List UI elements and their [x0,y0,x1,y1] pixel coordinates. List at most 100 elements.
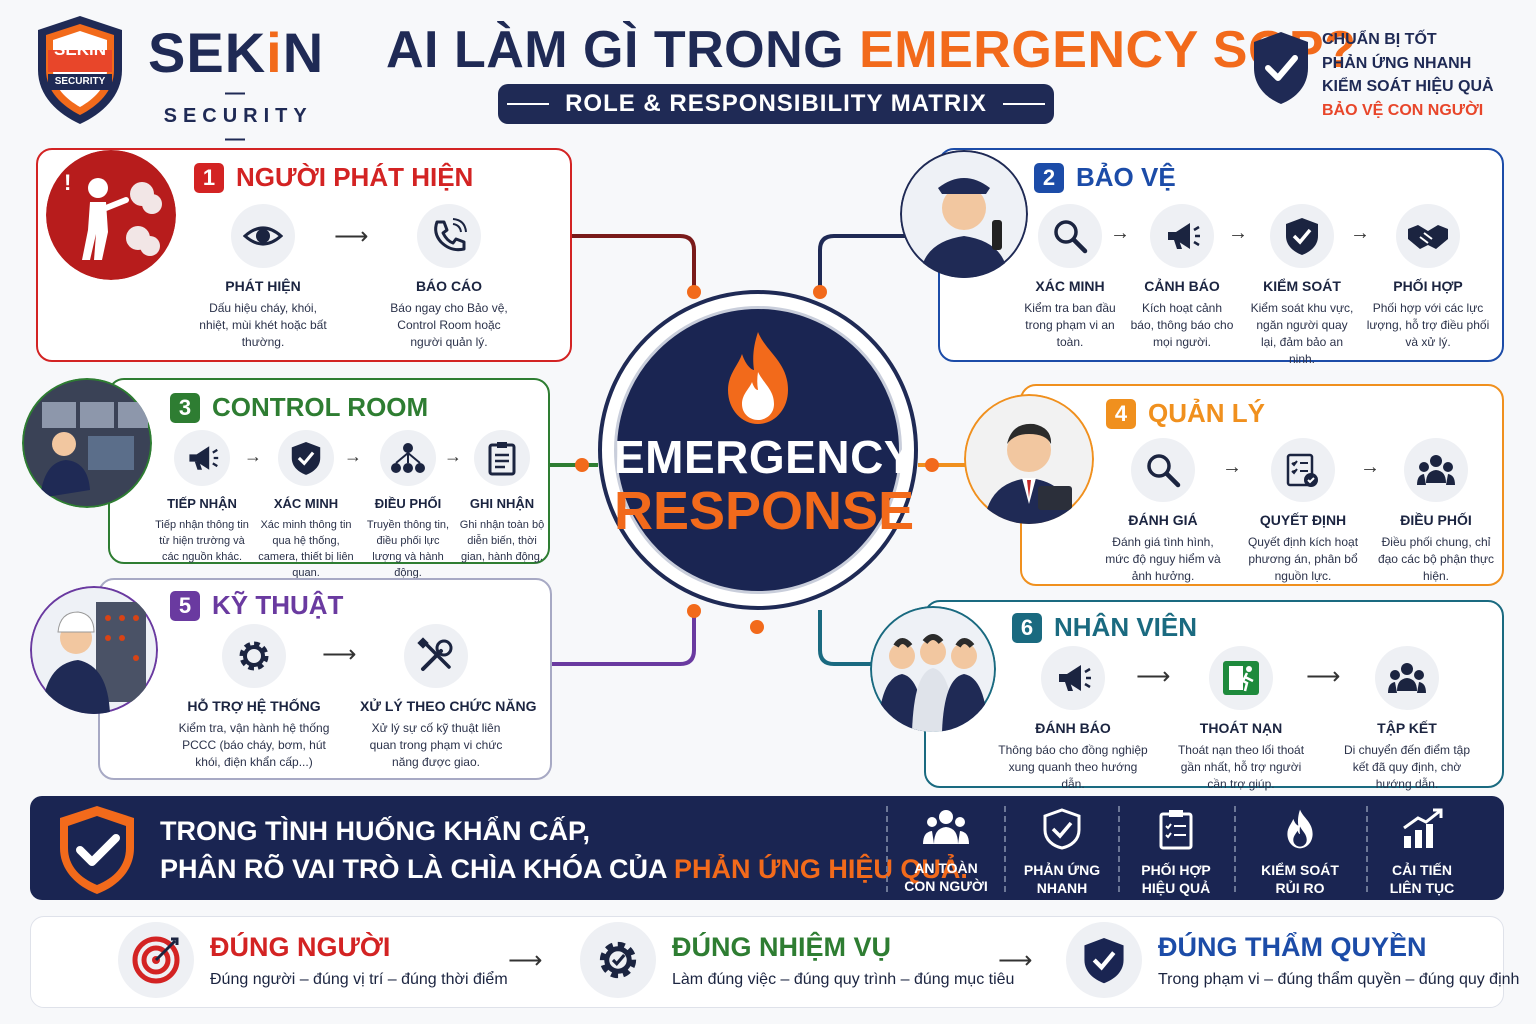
subtitle-bar: ROLE & RESPONSIBILITY MATRIX [498,84,1054,124]
gear-icon [239,641,269,671]
banner-divider [1366,806,1368,892]
arrow-icon: → [1228,222,1248,244]
clipboard-icon [488,442,516,476]
banner-divider [1118,806,1120,892]
phone-icon [434,218,467,252]
shield-check-icon [1043,808,1081,850]
step-verify-info: XÁC MINH Xác minh thông tin qua hệ thống… [256,430,356,581]
step-evacuate: THOÁT NẠN Thoát nạn theo lối thoát gần n… [1170,646,1312,793]
arrow-icon: → [244,446,262,466]
step-decide: QUYẾT ĐỊNH Quyết định kích hoạt phương á… [1240,438,1366,585]
megaphone-icon [1168,223,1200,249]
arrow-icon: ⟶ [1306,663,1341,690]
handshake-icon [1408,225,1448,249]
megaphone-icon [1059,665,1091,691]
banner-message: TRONG TÌNH HUỐNG KHẨN CẤP, PHÂN RÕ VAI T… [160,816,968,884]
connector-dot [575,458,589,472]
chart-up-icon [1403,808,1443,848]
connector-dot [687,604,701,618]
shield-check-icon [1286,218,1318,255]
fire-icon [1287,809,1313,849]
step-report: BÁO CÁO Báo ngay cho Bảo vệ, Control Roo… [384,204,514,351]
step-direct: ĐIỀU PHỐI Điều phối chung, chỉ đạo các b… [1376,438,1496,585]
exit-icon [1223,661,1259,695]
manager-avatar-icon [964,394,1094,524]
sekin-logo-shield-icon [38,16,122,124]
svg-text:!: ! [64,170,71,195]
taglines: CHUẨN BỊ TỐT PHẢN ỨNG NHANH KIỂM SOÁT HI… [1322,31,1494,119]
banner-divider [1234,806,1236,892]
magnifier-icon [1147,454,1181,488]
team-icon [1417,455,1455,485]
key-message-banner [30,796,1504,900]
step-assembly: TẬP KẾT Di chuyển đến điểm tập kết đã qu… [1342,646,1472,793]
logo-text-bottom: SECURITY [54,76,106,87]
shield-check-icon [291,442,321,475]
step-control: KIỂM SOÁT Kiểm soát khu vực, ngăn người … [1248,204,1356,368]
fire-icon [728,332,788,424]
shield-check-icon [1254,32,1308,104]
banner-divider [1004,806,1006,892]
arrow-icon: → [1110,222,1130,244]
person-alert-icon: ! [46,150,176,280]
logo-text-top: SEKiN [54,40,106,59]
arrow-icon: ⟶ [508,947,543,974]
connector-dot [813,285,827,299]
step-coordinate: PHỐI HỢP Phối hợp với các lực lượng, hỗ … [1364,204,1492,351]
step-function-handling: XỬ LÝ THEO CHỨC NĂNG Xử lý sự cố kỹ thuậ… [360,624,536,771]
step-system-support: HỖ TRỢ HỆ THỐNG Kiểm tra, vận hành hệ th… [176,624,332,771]
megaphone-icon [189,446,219,470]
clipboard-icon [1159,810,1193,850]
control-room-operator-icon [22,378,152,508]
connector-dot [687,285,701,299]
step-warn-colleagues: ĐÁNH BÁO Thông báo cho đồng nghiệp xung … [998,646,1148,793]
arrow-icon: → [444,446,462,466]
security-guard-avatar-icon [900,150,1028,278]
network-icon [391,443,425,473]
team-icon [1388,663,1426,693]
step-dispatch: ĐIỀU PHỐI Truyền thông tin, điều phối lự… [362,430,454,581]
arrow-icon: ⟶ [1136,663,1171,690]
shield-check-icon [60,806,134,894]
connector-dot [750,620,764,634]
shield-check-icon [1084,938,1124,984]
arrow-icon: ⟶ [998,947,1033,974]
connector-dot [925,458,939,472]
people-icon [923,810,969,844]
eye-icon [243,226,283,246]
principles-bar [30,916,1504,1008]
arrow-icon: → [1222,456,1242,478]
center-text-response: RESPONSE [614,481,915,541]
arrow-icon: → [1360,456,1380,478]
step-alert: CẢNH BÁO Kích hoạt cảnh báo, thông báo c… [1130,204,1234,351]
banner-divider [886,806,888,892]
step-assess: ĐÁNH GIÁ Đánh giá tình hình, mức độ nguy… [1100,438,1226,585]
magnifier-icon [1054,220,1088,254]
arrow-icon: → [344,446,362,466]
step-detect: PHÁT HIỆN Dấu hiệu cháy, khói, nhiệt, mù… [198,204,328,351]
center-text-emergency: EMERGENCY [614,431,915,483]
step-verify: XÁC MINH Kiểm tra ban đầu trong phạm vi … [1018,204,1122,351]
gear-icon [599,941,637,979]
staff-group-avatar-icon [870,606,996,732]
arrow-icon: → [1350,222,1370,244]
checklist-icon [1286,453,1318,487]
step-receive: TIẾP NHẬN Tiếp nhận thông tin từ hiện tr… [154,430,250,565]
arrow-icon: ⟶ [322,641,357,668]
